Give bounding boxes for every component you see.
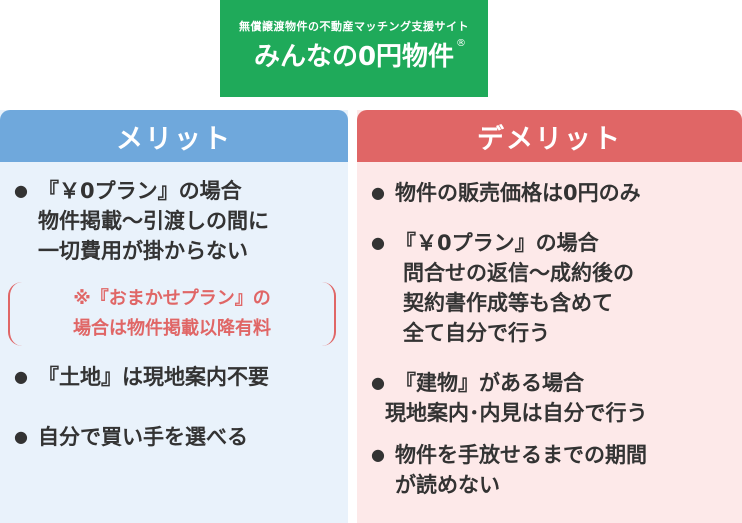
demerit-item-line: 全て自分で行う xyxy=(403,321,550,345)
merit-header: メリット xyxy=(0,110,348,162)
logo-name: みんなの0円物件 xyxy=(253,42,455,72)
merit-item: ● 『土地』は現地案内不要 xyxy=(14,362,269,392)
bullet-icon: ● xyxy=(371,373,385,392)
merit-note-line: 場合は物件掲載以降有料 xyxy=(73,318,271,339)
demerit-item: ● 物件の販売価格は0円のみ xyxy=(371,178,641,208)
bullet-icon: ● xyxy=(14,181,28,200)
demerit-item-line: 現地案内･内見は自分で行う xyxy=(385,401,648,425)
merit-item: ● 自分で買い手を選べる xyxy=(14,422,248,452)
bullet-icon: ● xyxy=(14,367,28,386)
demerit-item-line: 『建物』がある場合 xyxy=(395,371,584,395)
demerit-item-line: 問合せの返信〜成約後の xyxy=(403,261,634,285)
merit-item-line: 自分で買い手を選べる xyxy=(38,425,248,449)
merit-item-line: 一切費用が掛からない xyxy=(38,239,248,263)
bullet-icon: ● xyxy=(371,183,385,202)
merit-item-line: 物件掲載〜引渡しの間に xyxy=(38,209,269,233)
bullet-icon: ● xyxy=(371,233,385,252)
demerit-item: ● 『￥0プラン』の場合 問合せの返信〜成約後の 契約書作成等も含めて 全て自分… xyxy=(371,228,634,348)
demerit-panel: デメリット ● 物件の販売価格は0円のみ ● 『￥0プラン』の場合 問合せの返信… xyxy=(357,110,742,523)
demerit-item: ● 『建物』がある場合 現地案内･内見は自分で行う xyxy=(371,368,648,428)
demerit-item-line: 物件を手放せるまでの期間 xyxy=(395,443,647,467)
demerit-item-line: 物件の販売価格は0円のみ xyxy=(395,181,641,205)
merit-note: ※『おまかせプラン』の 場合は物件掲載以降有料 xyxy=(8,282,336,346)
demerit-item: ● 物件を手放せるまでの期間 が読めない xyxy=(371,440,647,500)
merit-item-line: 『￥0プラン』の場合 xyxy=(38,179,242,203)
demerit-item-line: 契約書作成等も含めて xyxy=(403,291,613,315)
demerit-header: デメリット xyxy=(357,110,742,162)
bullet-icon: ● xyxy=(14,427,28,446)
logo-tagline: 無償譲渡物件の不動産マッチング支援サイト xyxy=(239,20,469,33)
demerit-item-line: が読めない xyxy=(395,473,500,497)
merit-item-line: 『土地』は現地案内不要 xyxy=(38,365,269,389)
registered-mark: ® xyxy=(456,38,466,49)
demerit-item-line: 『￥0プラン』の場合 xyxy=(395,231,599,255)
merit-note-line: ※『おまかせプラン』の xyxy=(73,288,271,309)
merit-item: ● 『￥0プラン』の場合 物件掲載〜引渡しの間に 一切費用が掛からない xyxy=(14,176,269,266)
merit-panel: メリット ● 『￥0プラン』の場合 物件掲載〜引渡しの間に 一切費用が掛からない… xyxy=(0,110,348,523)
site-logo: 無償譲渡物件の不動産マッチング支援サイト みんなの0円物件 ® xyxy=(220,0,488,97)
bullet-icon: ● xyxy=(371,445,385,464)
